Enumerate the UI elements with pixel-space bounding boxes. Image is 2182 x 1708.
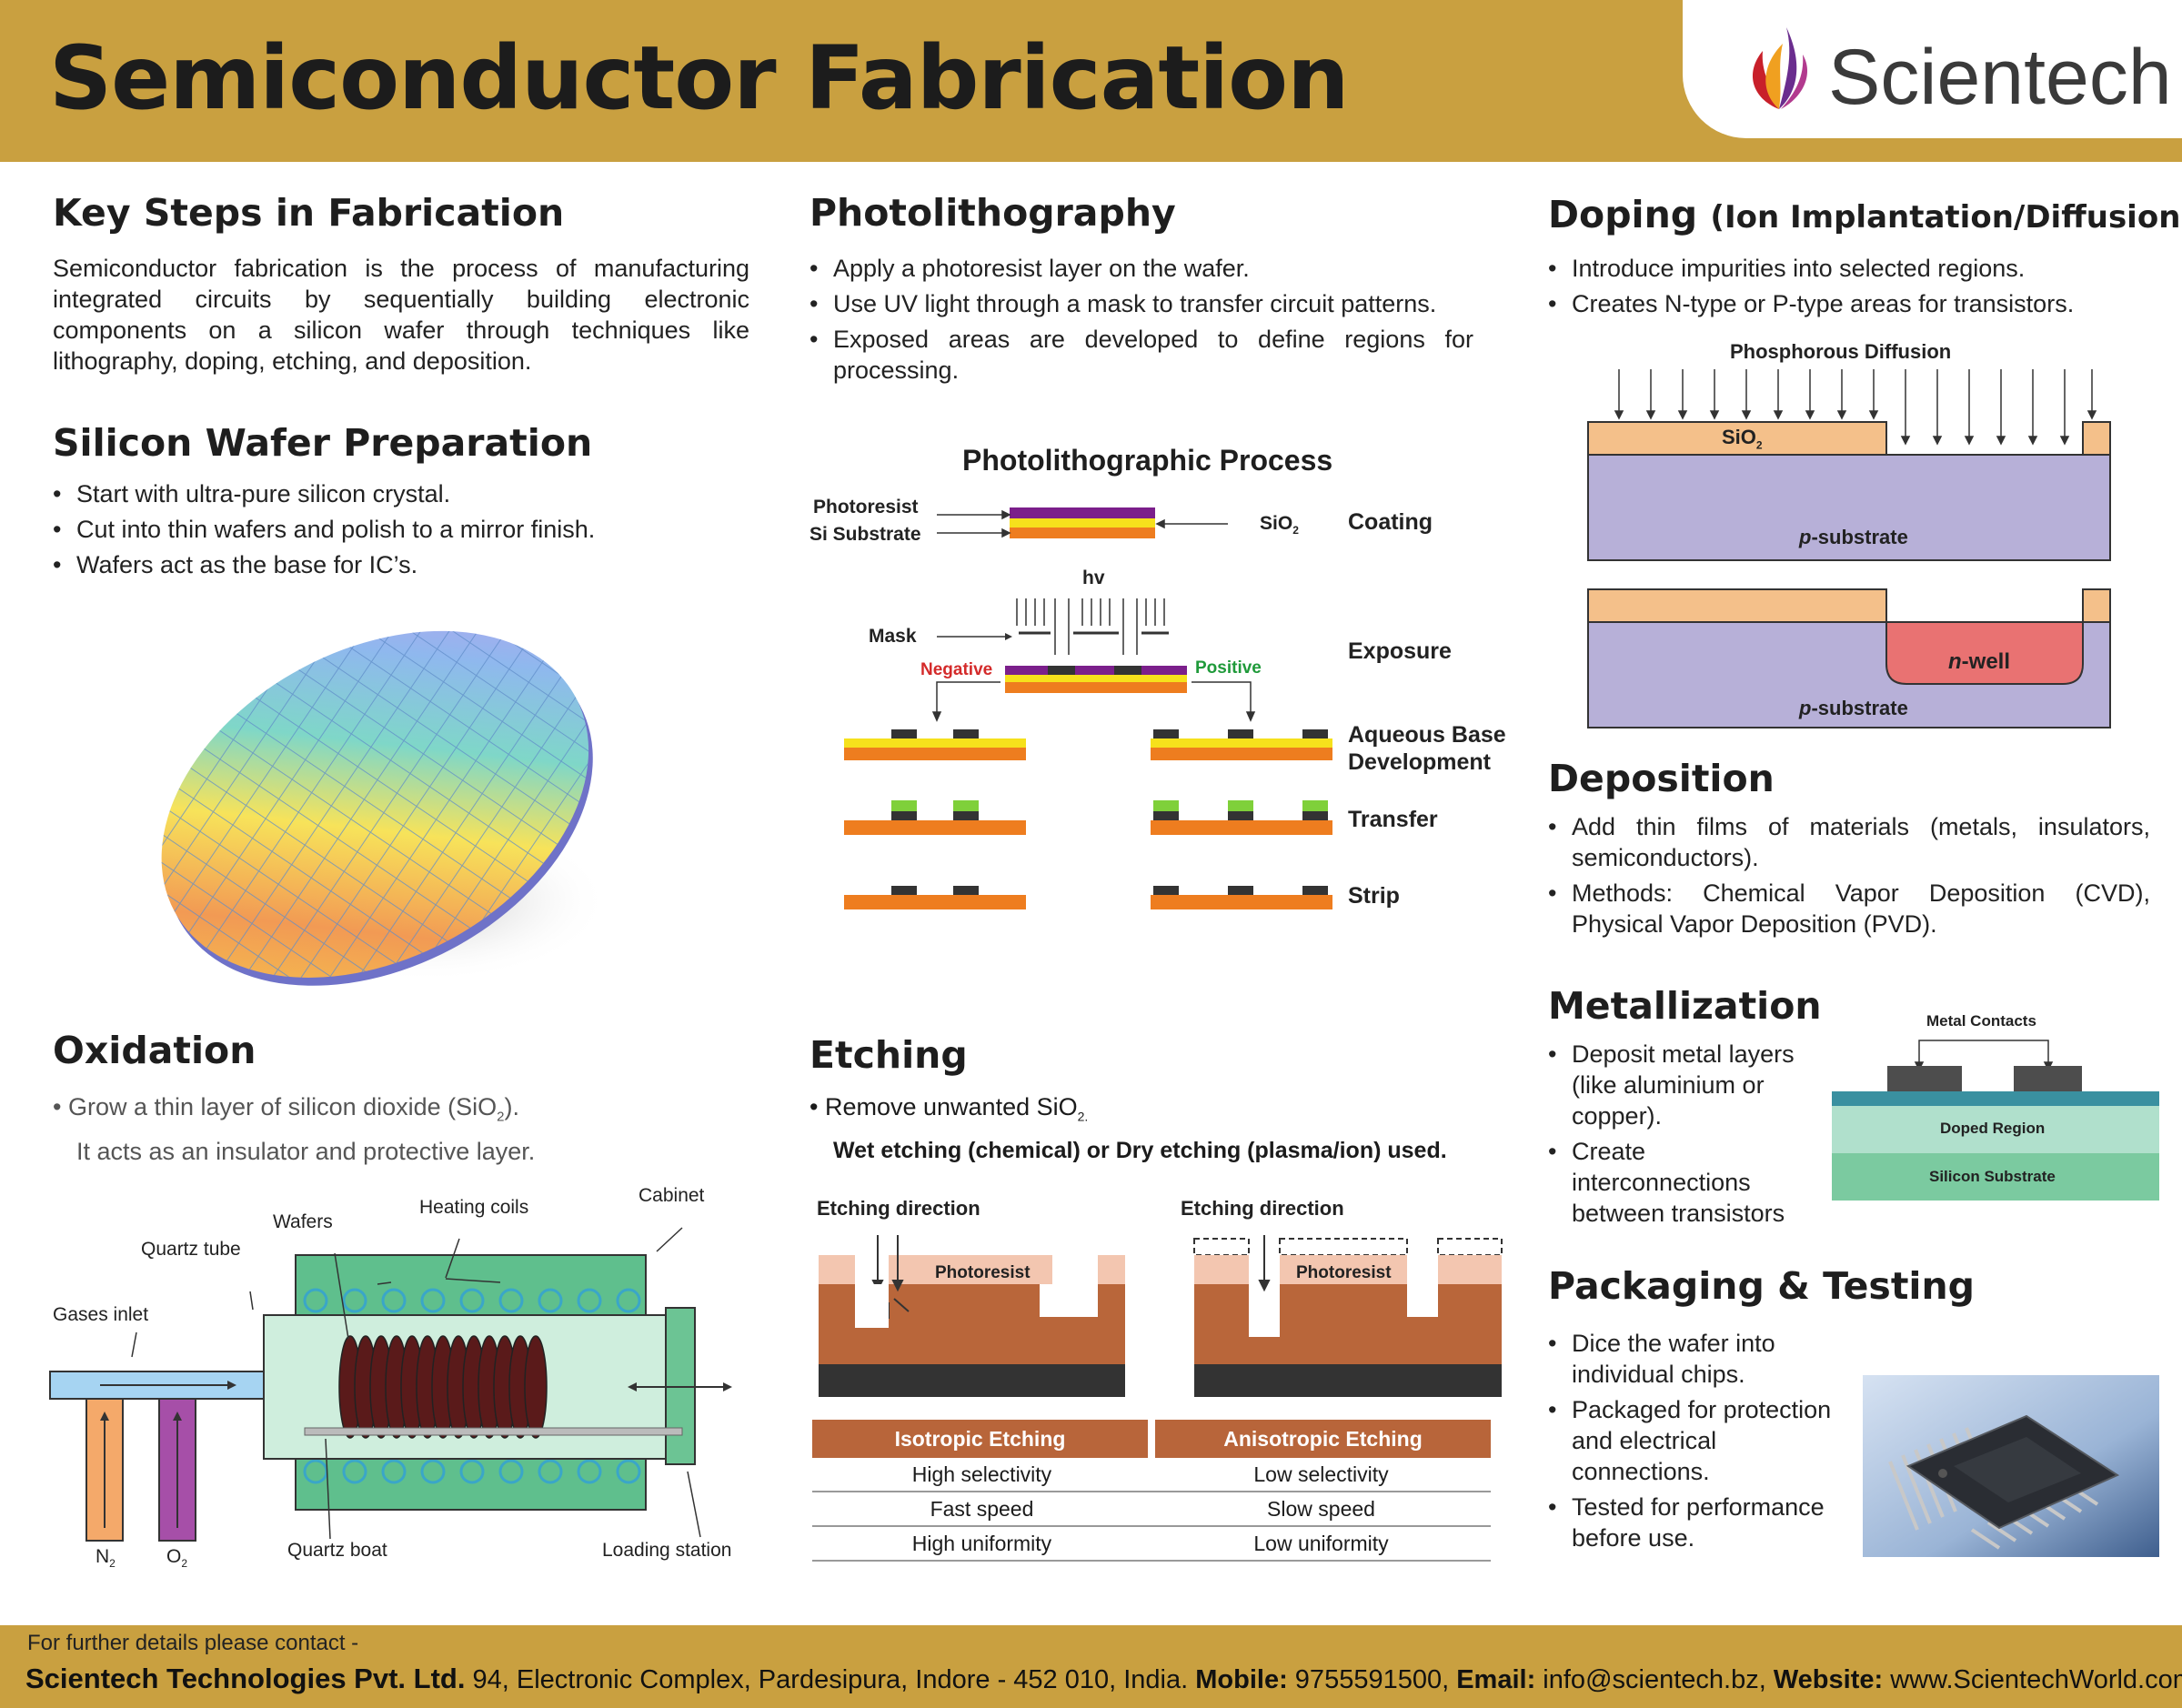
scientech-logo-icon xyxy=(1752,27,1808,109)
list-item: Add thin films of materials (metals, ins… xyxy=(1548,811,2150,873)
metallization-heading: Metallization xyxy=(1548,984,1822,1028)
company-name: Scientech Technologies Pvt. Ltd. xyxy=(25,1663,466,1694)
photoresist-label-iso: Photoresist xyxy=(935,1263,1031,1282)
list-item: Tested for performance before use. xyxy=(1548,1492,1857,1553)
heating-coils-label: Heating coils xyxy=(419,1197,529,1218)
stage-coating: Coating xyxy=(1348,509,1433,535)
negative-label: Negative xyxy=(920,660,993,679)
footer-contact-line: Scientech Technologies Pvt. Ltd. 94, Ele… xyxy=(25,1663,2182,1695)
n-well-label: n-well xyxy=(1948,649,2011,674)
stage-development: Aqueous Base Development xyxy=(1348,722,1506,775)
etching-text: • Remove unwanted SiO2. Wet etching (che… xyxy=(809,1090,1447,1168)
p-substrate-label-top: p-substrate xyxy=(1799,526,1908,548)
key-steps-text: Semiconductor fabrication is the process… xyxy=(53,255,749,375)
photolithographic-process-diagram xyxy=(844,507,1332,909)
oxidation-heading: Oxidation xyxy=(53,1029,256,1072)
silicon-substrate-label: Silicon Substrate xyxy=(1929,1168,2056,1185)
p-substrate-label-bottom: p-substrate xyxy=(1799,697,1908,719)
stage-exposure: Exposure xyxy=(1348,638,1452,664)
oxidation-line2: It acts as an insulator and protective l… xyxy=(76,1138,536,1166)
deposition-heading: Deposition xyxy=(1548,757,1775,800)
quartz-tube-label: Quartz tube xyxy=(141,1239,241,1260)
ic-chip-image xyxy=(1863,1375,2159,1557)
footer-bar xyxy=(0,1625,2182,1708)
photolithography-list: Apply a photoresist layer on the wafer. … xyxy=(809,253,1473,390)
etching-diagram xyxy=(819,1235,1503,1397)
list-item: Use UV light through a mask to transfer … xyxy=(809,288,1473,319)
photoresist-label: Photoresist xyxy=(813,497,919,517)
footer-mobile: 9755591500, xyxy=(1287,1665,1457,1694)
list-item: Start with ultra-pure silicon crystal. xyxy=(53,478,744,509)
page-title: Semiconductor Fabrication xyxy=(49,27,1349,129)
list-item: Cut into thin wafers and polish to a mir… xyxy=(53,514,744,545)
list-item: Exposed areas are developed to define re… xyxy=(809,324,1473,386)
stage-strip: Strip xyxy=(1348,883,1400,909)
logo-panel xyxy=(1683,0,2182,138)
si-substrate-label: Si Substrate xyxy=(809,524,921,545)
footer-email[interactable]: info@scientech.bz, xyxy=(1535,1665,1774,1694)
list-item: Introduce impurities into selected regio… xyxy=(1548,253,2176,284)
list-item: Create interconnections between transist… xyxy=(1548,1136,1830,1229)
oxidation-line1: Grow a thin layer of silicon dioxide (Si… xyxy=(67,1093,498,1120)
etching-comparison-table: Isotropic Etching Anisotropic Etching Hi… xyxy=(812,1420,1491,1562)
deposition-list: Add thin films of materials (metals, ins… xyxy=(1548,811,2150,944)
contact-prompt: For further details please contact - xyxy=(27,1631,359,1655)
key-steps-heading: Key Steps in Fabrication xyxy=(53,191,565,235)
metal-contacts-label: Metal Contacts xyxy=(1926,1012,2036,1030)
etching-heading: Etching xyxy=(809,1033,968,1077)
mask-label: Mask xyxy=(869,626,917,647)
list-item: Deposit metal layers (like aluminium or … xyxy=(1548,1039,1830,1131)
wafer-prep-heading: Silicon Wafer Preparation xyxy=(53,421,593,465)
oxidation-text: • Grow a thin layer of silicon dioxide (… xyxy=(53,1090,744,1169)
cabinet-label: Cabinet xyxy=(639,1185,705,1206)
n2-label: N2 xyxy=(96,1546,116,1571)
doping-diagram xyxy=(1587,369,2111,728)
doping-list: Introduce impurities into selected regio… xyxy=(1548,253,2176,324)
list-item: Methods: Chemical Vapor Deposition (CVD)… xyxy=(1548,878,2150,939)
table-header: Anisotropic Etching xyxy=(1155,1420,1491,1458)
table-row: High selectivity Low selectivity xyxy=(812,1458,1491,1492)
silicon-wafer-image xyxy=(161,630,609,986)
table-header: Isotropic Etching xyxy=(812,1420,1148,1458)
wafer-prep-list: Start with ultra-pure silicon crystal. C… xyxy=(53,478,744,585)
etching-methods: Wet etching (chemical) or Dry etching (p… xyxy=(833,1138,1447,1164)
list-item: Apply a photoresist layer on the wafer. xyxy=(809,253,1473,284)
o2-label: O2 xyxy=(166,1546,188,1571)
loading-station-label: Loading station xyxy=(602,1540,732,1561)
list-item: Packaged for protection and electrical c… xyxy=(1548,1394,1857,1487)
footer-website[interactable]: www.ScientechWorld.com xyxy=(1883,1665,2182,1694)
sio2-doping-label: SiO2 xyxy=(1722,426,1763,452)
list-item: Wafers act as the base for IC’s. xyxy=(53,549,744,580)
packaging-heading: Packaging & Testing xyxy=(1548,1264,1976,1308)
positive-label: Positive xyxy=(1195,658,1262,678)
list-item: Dice the wafer into individual chips. xyxy=(1548,1328,1857,1390)
gases-inlet-label: Gases inlet xyxy=(53,1304,149,1325)
metallization-list: Deposit metal layers (like aluminium or … xyxy=(1548,1039,1830,1233)
photoresist-label-aniso: Photoresist xyxy=(1296,1263,1392,1282)
table-row: Fast speed Slow speed xyxy=(812,1492,1491,1527)
packaging-list: Dice the wafer into individual chips. Pa… xyxy=(1548,1328,1857,1558)
list-item: Creates N-type or P-type areas for trans… xyxy=(1548,288,2176,319)
quartz-boat-label: Quartz boat xyxy=(287,1540,387,1561)
photolithography-heading: Photolithography xyxy=(809,191,1176,235)
brand-name: Scientech xyxy=(1828,34,2172,121)
table-row: High uniformity Low uniformity xyxy=(812,1527,1491,1562)
sio2-label: SiO2 xyxy=(1260,513,1299,538)
wafers-label: Wafers xyxy=(273,1211,333,1232)
doping-heading: Doping (Ion Implantation/Diffusion) xyxy=(1548,193,2182,236)
etching-direction-label-iso: Etching direction xyxy=(817,1197,980,1220)
metallization-diagram xyxy=(1832,1040,2159,1201)
photolithographic-process-title: Photolithographic Process xyxy=(962,444,1333,477)
oxidation-furnace-diagram xyxy=(49,1227,732,1542)
hv-label: hv xyxy=(1082,568,1105,588)
stage-transfer: Transfer xyxy=(1348,807,1438,832)
doped-region-label: Doped Region xyxy=(1940,1120,2046,1137)
etching-direction-label-aniso: Etching direction xyxy=(1181,1197,1344,1220)
phosphorous-diffusion-title: Phosphorous Diffusion xyxy=(1730,340,1952,363)
